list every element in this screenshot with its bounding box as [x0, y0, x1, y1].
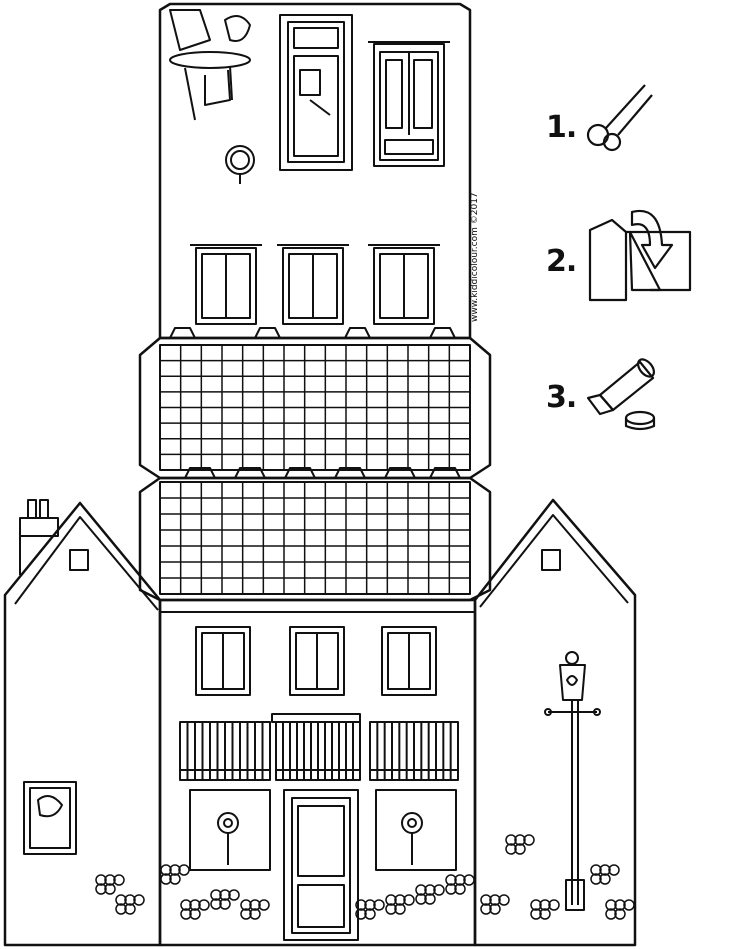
middle-windows-row: [190, 244, 440, 325]
wall-clock-icon: [225, 145, 255, 184]
glue-tabs-roof: [184, 467, 461, 479]
left-gable-wall: [3, 499, 162, 947]
step-1-label: 1.: [546, 110, 577, 145]
main-front-wall: [158, 598, 477, 947]
upper-window: [368, 41, 450, 167]
step-3-label: 3.: [546, 380, 577, 415]
right-gable-wall: [473, 498, 637, 947]
roof-panel-upper: [138, 336, 492, 480]
glue-tabs-top: [169, 327, 456, 339]
flower-bushes: [95, 834, 635, 920]
glue-tube-icon: [586, 358, 656, 431]
hanging-sign-icon: [169, 9, 251, 121]
upper-door: [279, 14, 353, 171]
roof-panel-lower: [138, 467, 492, 602]
flower-icon: [217, 812, 423, 865]
credit-text: www.kiddicolour.com ©2017: [470, 192, 480, 322]
step-2-label: 2.: [546, 244, 577, 279]
scissors-icon: [586, 84, 653, 152]
street-lamp-icon: [544, 651, 601, 911]
top-wall-panel: [158, 2, 472, 340]
fold-paper-icon: [588, 209, 692, 302]
